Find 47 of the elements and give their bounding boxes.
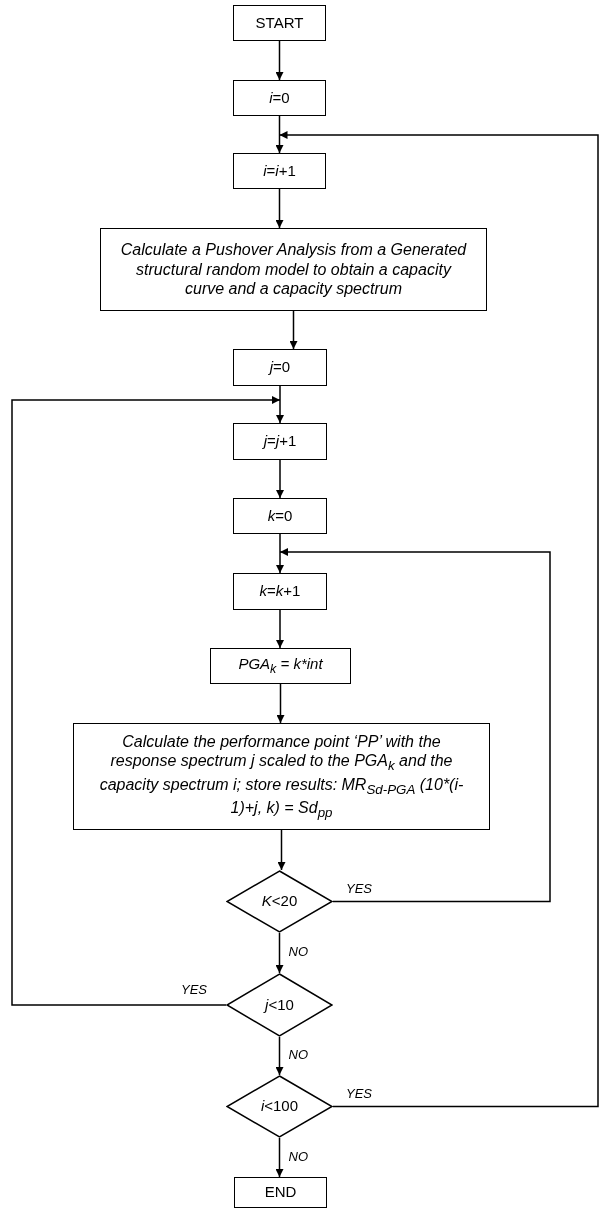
arrow	[275, 115, 284, 154]
process-box	[233, 573, 327, 610]
arrow	[276, 459, 284, 499]
arrow	[276, 385, 284, 424]
process-box	[233, 349, 327, 386]
process-box	[233, 498, 327, 534]
node-label: START	[255, 13, 304, 33]
node-label: i=0	[269, 88, 290, 108]
arrow	[277, 829, 286, 871]
arrow	[11, 396, 281, 1006]
edge-label: YES	[345, 881, 373, 896]
node-label: j=0	[269, 358, 291, 377]
process-box	[233, 423, 327, 460]
arrow	[276, 533, 284, 574]
arrow	[275, 932, 284, 974]
process-box	[73, 723, 490, 830]
arrow	[275, 1036, 284, 1076]
terminal-box	[233, 5, 326, 41]
process-box	[100, 228, 487, 311]
node-label: PGA$_{k}$ = k*int	[238, 654, 323, 678]
arrow	[276, 683, 285, 724]
arrow	[276, 609, 284, 649]
arrow	[289, 310, 298, 350]
edge-label: NO	[287, 1149, 309, 1164]
arrow	[275, 188, 284, 229]
decision-diamond	[226, 870, 333, 933]
arrow	[275, 40, 284, 81]
node-label: i<100	[260, 1097, 299, 1116]
arrow	[279, 548, 551, 903]
decision-diamond	[226, 973, 333, 1037]
decision-diamond	[226, 1075, 333, 1138]
node-label: K<20	[261, 892, 298, 911]
arrow	[275, 1137, 284, 1178]
node-label: Calculate a Pushover Analysis from a Generated structural random model to obtain a capacity curve and a capacity spectrum	[119, 240, 468, 299]
node-label: k=0	[267, 506, 293, 526]
edge-label: YES	[345, 1086, 373, 1101]
process-box	[233, 153, 326, 189]
terminal-box	[234, 1177, 327, 1208]
process-box	[233, 80, 326, 116]
process-box	[210, 648, 351, 684]
node-label: i=i+1	[263, 161, 296, 181]
node-label: END	[264, 1183, 297, 1202]
node-label: Calculate the performance point ‘PP’ with the response spectrum j scaled to the PGA$_{k}$ and the capacity spectrum i; store results: MR$_{Sd-PGA}$ (10*(i-1)+j, k) = Sd$_{pp}$	[98, 731, 465, 822]
node-label: j<10	[265, 995, 294, 1015]
node-label: j=j+1	[263, 432, 297, 451]
arrow	[278, 131, 599, 1108]
node-label: k=k+1	[259, 582, 301, 601]
